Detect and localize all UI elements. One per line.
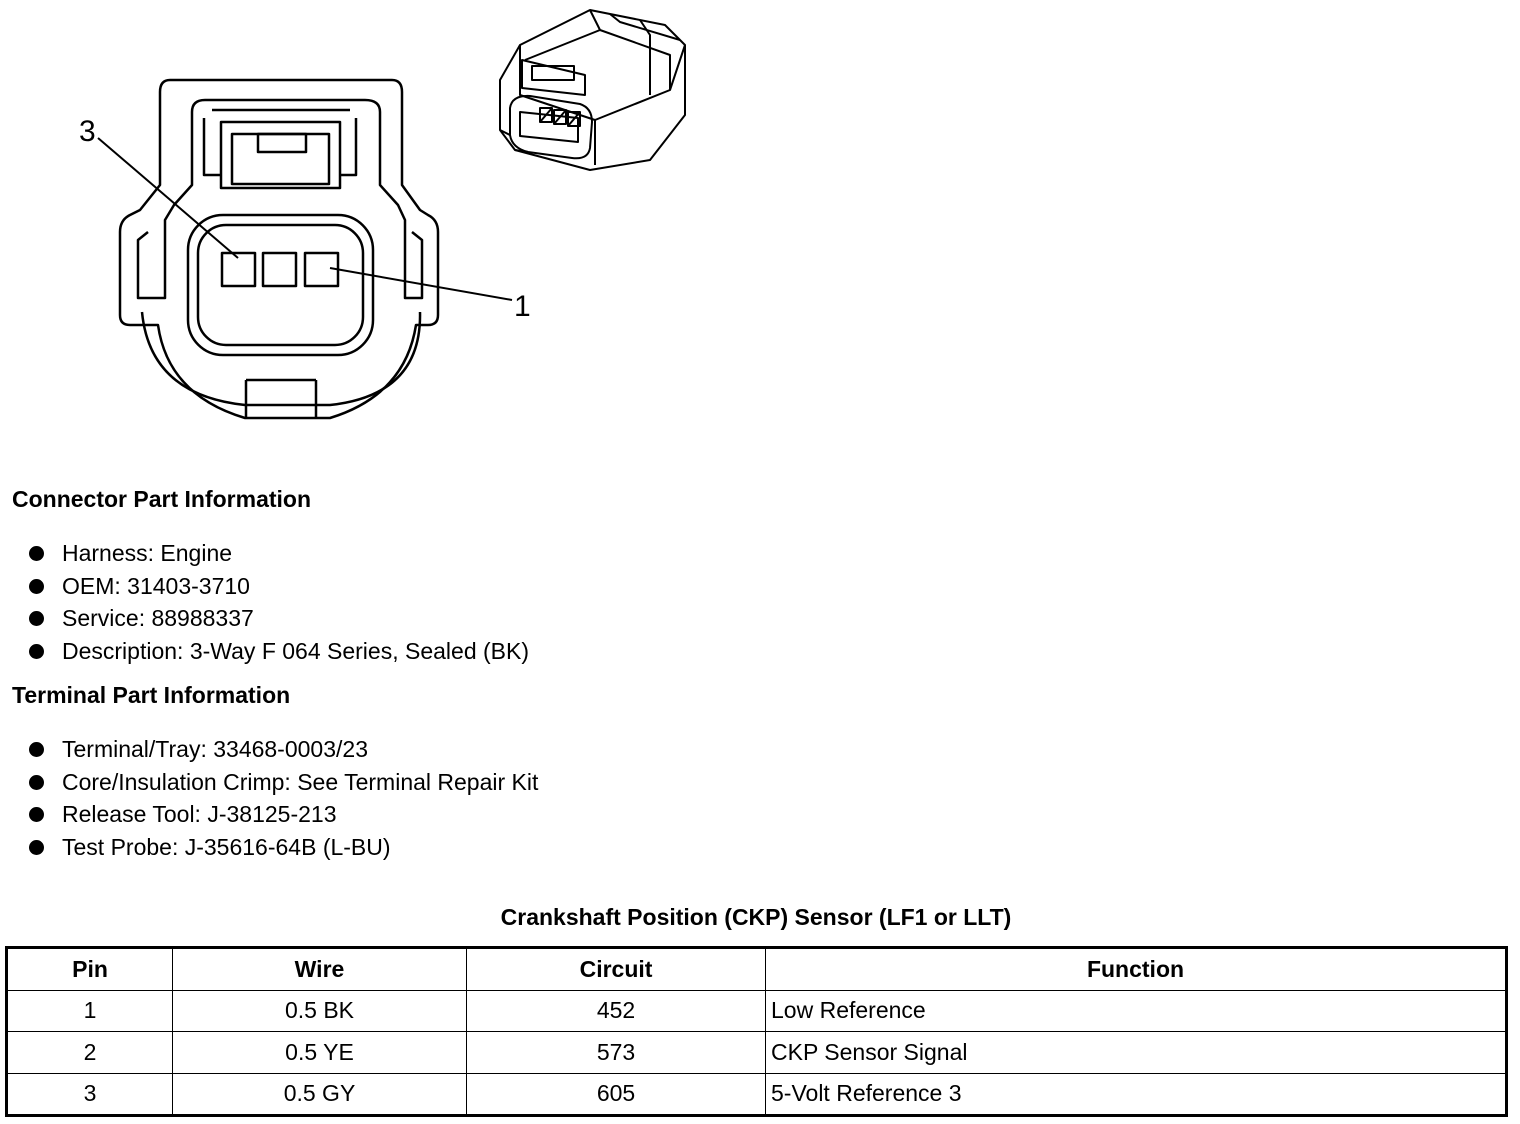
terminal-part-info-heading: Terminal Part Information — [12, 682, 291, 708]
pin-table-title: Crankshaft Position (CKP) Sensor (LF1 or… — [500, 904, 1012, 930]
column-header-wire: Wire — [172, 947, 467, 991]
bullet-icon — [29, 840, 44, 856]
bullet-icon — [29, 774, 44, 790]
cell-function: Low Reference — [765, 989, 1507, 1032]
list-item: Test Probe: J-35616-64B (L-BU) — [0, 831, 538, 864]
cell-function: CKP Sensor Signal — [765, 1031, 1507, 1074]
leader-line-1 — [329, 267, 513, 301]
bullet-icon — [29, 546, 44, 561]
table-row: 1 0.5 BK 452 Low Reference — [6, 989, 1507, 1032]
list-item: Description: 3-Way F 064 Series, Sealed … — [0, 635, 529, 668]
list-item: Core/Insulation Crimp: See Terminal Repa… — [0, 766, 538, 799]
cell-pin: 2 — [6, 1031, 173, 1074]
table-header-row: Pin Wire Circuit Function — [6, 947, 1507, 991]
list-item: Service: 88988337 — [0, 602, 529, 635]
pin-cavity-3 — [220, 251, 257, 288]
table-row: 2 0.5 YE 573 CKP Sensor Signal — [6, 1031, 1507, 1074]
column-header-circuit: Circuit — [466, 947, 766, 991]
cell-wire: 0.5 BK — [172, 989, 467, 1032]
cell-circuit: 452 — [466, 989, 766, 1032]
pin-callout-3: 3 — [79, 115, 96, 148]
pin-callout-1: 1 — [514, 290, 531, 323]
cell-circuit: 605 — [466, 1072, 766, 1116]
cell-wire: 0.5 YE — [172, 1031, 467, 1074]
list-item: OEM: 31403-3710 — [0, 570, 529, 603]
connector-face-inner — [136, 98, 424, 300]
bullet-icon — [29, 611, 44, 627]
connector-face-outer — [118, 78, 440, 420]
connector-part-info-list: Harness: Engine OEM: 31403-3710 Service:… — [0, 537, 529, 668]
bullet-icon — [29, 742, 44, 757]
pin-table: Pin Wire Circuit Function 1 0.5 BK 452 L… — [5, 946, 1508, 1117]
bullet-icon — [29, 807, 44, 823]
list-item: Terminal/Tray: 33468-0003/23 — [0, 733, 538, 766]
pin-cavity-2 — [261, 251, 298, 288]
connector-part-info-heading: Connector Part Information — [12, 486, 312, 512]
connector-diagram — [97, 9, 686, 420]
cell-circuit: 573 — [466, 1031, 766, 1074]
cell-function: 5-Volt Reference 3 — [765, 1072, 1507, 1116]
connector-isometric-view — [499, 9, 686, 171]
cell-pin: 3 — [6, 1072, 173, 1116]
connector-lock-tab — [219, 120, 342, 190]
leader-line-3 — [97, 137, 239, 259]
cell-wire: 0.5 GY — [172, 1072, 467, 1116]
bullet-icon — [29, 644, 44, 660]
list-item: Harness: Engine — [0, 537, 529, 570]
terminal-cavity — [186, 213, 375, 357]
table-row: 3 0.5 GY 605 5-Volt Reference 3 — [6, 1072, 1507, 1116]
terminal-part-info-list: Terminal/Tray: 33468-0003/23 Core/Insula… — [0, 733, 538, 864]
cell-pin: 1 — [6, 989, 173, 1032]
bullet-icon — [29, 578, 44, 594]
column-header-function: Function — [765, 947, 1507, 991]
list-item: Release Tool: J-38125-213 — [0, 798, 538, 831]
column-header-pin: Pin — [6, 947, 173, 991]
